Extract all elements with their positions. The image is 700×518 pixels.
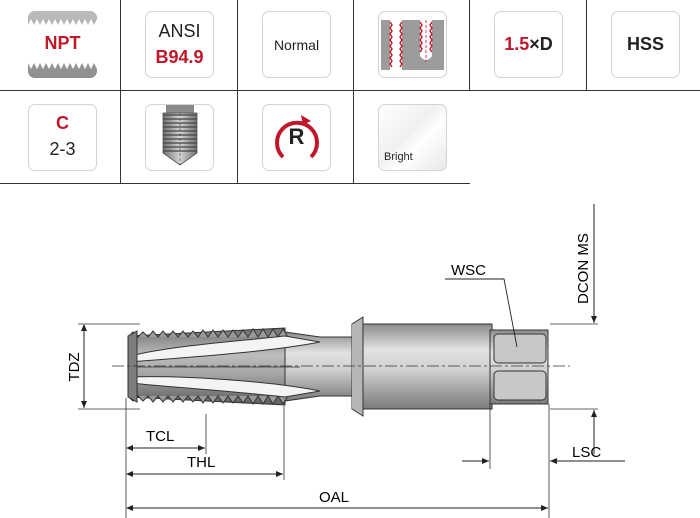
thread-teeth-bottom xyxy=(127,395,289,405)
grid-divider xyxy=(0,90,700,91)
spec-cell-standard: ANSI B94.9 xyxy=(121,0,238,90)
npt-thread-profile-icon: NPT xyxy=(28,11,97,78)
bright-finish-swatch-icon: Bright xyxy=(378,104,447,171)
spec-cell-hole-type xyxy=(354,0,471,90)
grid-divider xyxy=(586,0,587,90)
spec-cell-tolerance: C 2-3 xyxy=(4,93,121,183)
dcon-label: DCON MS xyxy=(575,233,592,304)
spec-grid: NPT ANSI B94.9 Normal xyxy=(0,0,700,184)
tap-type-label: Normal xyxy=(273,37,320,53)
thread-standard-label: NPT xyxy=(44,33,81,53)
tolerance-range: 2-3 xyxy=(49,139,76,159)
spec-cell-depth: 1.5×D xyxy=(470,0,587,90)
lead-chamfer xyxy=(127,330,138,403)
depth-unit: ×D xyxy=(529,34,553,54)
grid-divider xyxy=(353,0,354,183)
tcl-label: TCL xyxy=(146,428,174,445)
lsc-label: LSC xyxy=(572,444,601,461)
tdz-label: TDZ xyxy=(66,352,83,381)
tolerance-letter: C xyxy=(56,113,69,133)
tap-dimension-drawing: TDZ DCON MS WSC TCL THL LSC OAL xyxy=(66,204,625,518)
depth-tile: 1.5×D xyxy=(494,11,563,78)
right-hand-rotation-icon xyxy=(275,115,319,159)
wsc-leader xyxy=(445,278,518,348)
grid-divider xyxy=(237,0,238,183)
shank-chamfer xyxy=(351,316,364,417)
grid-divider xyxy=(120,0,121,183)
tolerance-tile: C 2-3 xyxy=(28,104,97,171)
material-label: HSS xyxy=(626,34,664,54)
blind-through-hole-icon xyxy=(378,11,447,78)
flute-top xyxy=(129,335,321,363)
drive-flat-bottom xyxy=(493,370,547,401)
tap-shank xyxy=(351,323,493,410)
thread-teeth-top xyxy=(127,328,289,338)
depth-value: 1.5 xyxy=(504,34,530,54)
spec-cell-chamfer xyxy=(121,93,238,183)
finish-label: Bright xyxy=(384,151,413,163)
spec-cell-material: HSS xyxy=(587,0,700,90)
flute-bottom xyxy=(129,376,321,398)
rotation-tile: R xyxy=(262,104,331,171)
grid-divider xyxy=(469,0,470,90)
material-tile: HSS xyxy=(611,11,680,78)
standard-code: B94.9 xyxy=(155,47,204,67)
rotation-letter: R xyxy=(288,124,305,149)
spec-cell-rotation: R xyxy=(238,93,355,183)
oal-label: OAL xyxy=(319,489,349,506)
standard-prefix: ANSI xyxy=(158,21,201,41)
thl-label: THL xyxy=(187,454,215,471)
depth-text: 1.5×D xyxy=(495,34,562,55)
spec-cell-finish: Bright xyxy=(354,93,471,183)
spec-cell-thread-standard: NPT xyxy=(4,0,121,90)
tap-chamfer-icon xyxy=(145,104,214,171)
tap-type-tile: Normal xyxy=(262,11,331,78)
spec-cell-tap-type: Normal xyxy=(238,0,355,90)
wsc-label: WSC xyxy=(451,262,486,279)
drive-flat-top xyxy=(493,333,547,364)
standard-tile: ANSI B94.9 xyxy=(145,11,214,78)
grid-divider xyxy=(0,183,470,184)
